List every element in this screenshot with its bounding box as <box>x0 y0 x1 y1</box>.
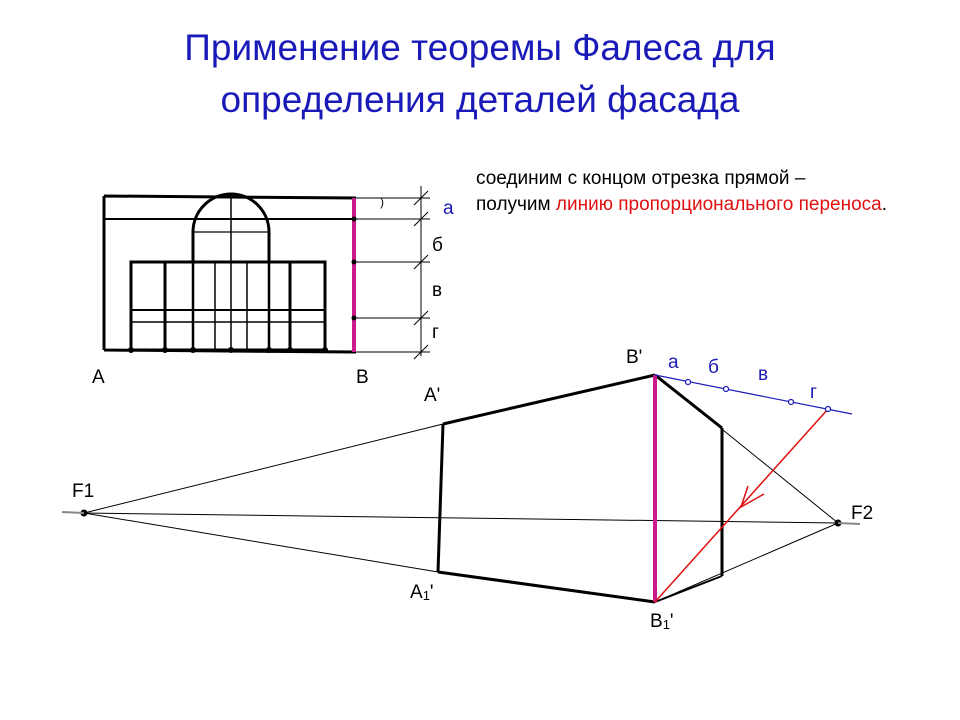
perspective-scale-marks <box>684 378 832 413</box>
vanishing-line-B1-prime-F2 <box>654 522 839 603</box>
label-F2: F2 <box>851 503 873 524</box>
slide-title: Применение теоремы Фалеса для определени… <box>0 22 960 126</box>
perspective-scale-line <box>654 374 853 415</box>
facade-arch <box>191 192 271 262</box>
transfer-arrowhead <box>739 485 765 509</box>
horizon-line <box>83 512 839 524</box>
perspective-scale-letters: а б в г <box>668 352 817 403</box>
title-line-2: определения деталей фасада <box>220 79 740 120</box>
label-B-prime: B' <box>626 347 642 368</box>
bottom-edge <box>437 570 656 604</box>
facade-scale-v: в <box>432 280 442 301</box>
persp-scale-a: а <box>668 352 679 373</box>
facade-scale-ticks <box>356 190 430 360</box>
vanishing-points <box>61 509 861 527</box>
facade-scale-a: а <box>443 198 454 219</box>
explanation-note: соединим с концом отрезка прямой – получи… <box>476 166 916 218</box>
svg-text:): ) <box>380 195 384 209</box>
persp-scale-g: г <box>810 382 817 403</box>
label-A: A <box>92 367 105 388</box>
perspective-lines <box>83 373 853 604</box>
facade-drawing: ) <box>102 186 430 360</box>
facade-base-dots <box>128 347 328 353</box>
note-text-3: . <box>881 194 887 215</box>
persp-scale-b: б <box>708 357 719 378</box>
title-line-1: Применение теоремы Фалеса для <box>184 27 776 68</box>
facade-scale-letters: а б в г <box>432 198 454 343</box>
vanishing-line-A-prime <box>83 423 444 514</box>
facade-scale-b: б <box>432 235 443 256</box>
vanishing-line-A1-prime <box>83 512 439 573</box>
label-B1-prime: B1' <box>650 611 674 632</box>
side-top-edge <box>654 373 723 430</box>
persp-scale-v: в <box>758 364 768 385</box>
label-A1-prime: A1' <box>410 582 434 603</box>
note-text-2: получим <box>476 194 556 215</box>
facade-scale-g: г <box>432 322 439 343</box>
facade-edge-marks <box>351 216 357 321</box>
label-F1: F1 <box>72 481 94 502</box>
edge-A-prime <box>436 423 445 573</box>
label-B: B <box>356 367 369 388</box>
side-bottom-edge <box>654 575 723 603</box>
note-text-1: соединим с концом отрезка прямой – <box>476 168 806 189</box>
top-edge <box>442 373 656 426</box>
label-A-prime: A' <box>424 385 440 406</box>
note-highlight: линию пропорционального переноса <box>555 194 882 215</box>
facade-window-band <box>129 260 327 352</box>
